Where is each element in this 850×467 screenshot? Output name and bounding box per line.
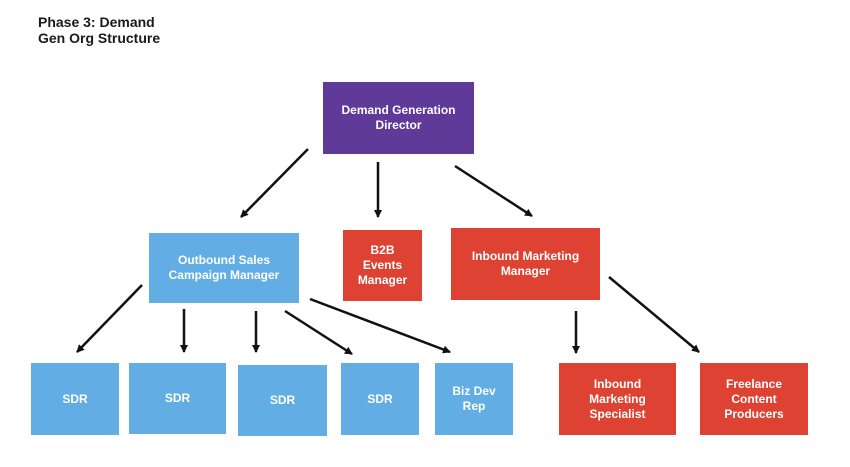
sdr-node-1: SDR	[31, 363, 119, 435]
freelance-producers-node: Freelance Content Producers	[700, 363, 808, 435]
diagram-title: Phase 3: Demand Gen Org Structure	[38, 14, 161, 46]
inbound-manager-node: Inbound Marketing Manager	[451, 228, 600, 300]
arrow-director-to-outbound	[240, 148, 309, 218]
arrow-outbound-to-sdr-1	[76, 284, 143, 353]
arrow-director-to-inbound	[454, 164, 533, 218]
biz-dev-rep-node: Biz Dev Rep	[435, 363, 513, 435]
arrow-outbound-to-sdr-4	[284, 309, 353, 356]
outbound-manager-node: Outbound Sales Campaign Manager	[149, 233, 299, 303]
events-manager-node: B2B Events Manager	[343, 230, 422, 301]
sdr-node-3: SDR	[238, 365, 327, 436]
arrow-inbound-to-freelance	[608, 276, 700, 353]
sdr-node-2: SDR	[129, 363, 226, 434]
director-node: Demand Generation Director	[323, 82, 474, 154]
sdr-node-4: SDR	[341, 363, 419, 435]
arrow-outbound-to-biz-dev	[309, 297, 451, 354]
inbound-specialist-node: Inbound Marketing Specialist	[559, 363, 676, 435]
